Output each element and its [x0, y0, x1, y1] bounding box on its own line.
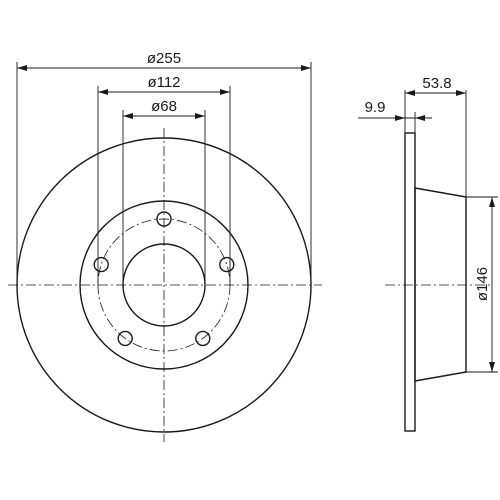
dim-label-disc-thickness: 9.9 — [365, 99, 386, 116]
arrow-146-bottom — [489, 362, 495, 372]
bolt-hole — [117, 330, 133, 347]
arrow-255-right — [301, 65, 311, 71]
side-view: 53.8 9.9 ø146 — [358, 75, 498, 432]
dim-label-outer-diameter: ø255 — [147, 50, 181, 67]
arrow-9-9-left — [395, 115, 405, 121]
dim-label-center-bore: ø68 — [151, 98, 177, 115]
arrow-112-right — [220, 89, 230, 95]
arrow-9-9-right — [415, 115, 425, 121]
dim-label-bolt-circle: ø112 — [147, 74, 180, 91]
hat-profile — [414, 187, 467, 382]
disc-plate-section — [404, 132, 416, 432]
bolt-hole — [195, 330, 211, 347]
bolt-hole — [219, 256, 235, 273]
arrow-53-8-right — [456, 90, 466, 96]
arrow-53-8-left — [405, 90, 415, 96]
arrow-68-right — [195, 113, 205, 119]
front-view: ø255 ø112 ø68 — [8, 50, 322, 442]
arrow-68-left — [123, 113, 133, 119]
dim-label-hat-diameter: ø146 — [474, 267, 491, 301]
arrow-255-left — [17, 65, 27, 71]
bolt-hole — [93, 256, 109, 273]
arrow-112-left — [98, 89, 108, 95]
arrow-146-top — [489, 197, 495, 207]
dim-label-overall-height: 53.8 — [422, 75, 451, 92]
